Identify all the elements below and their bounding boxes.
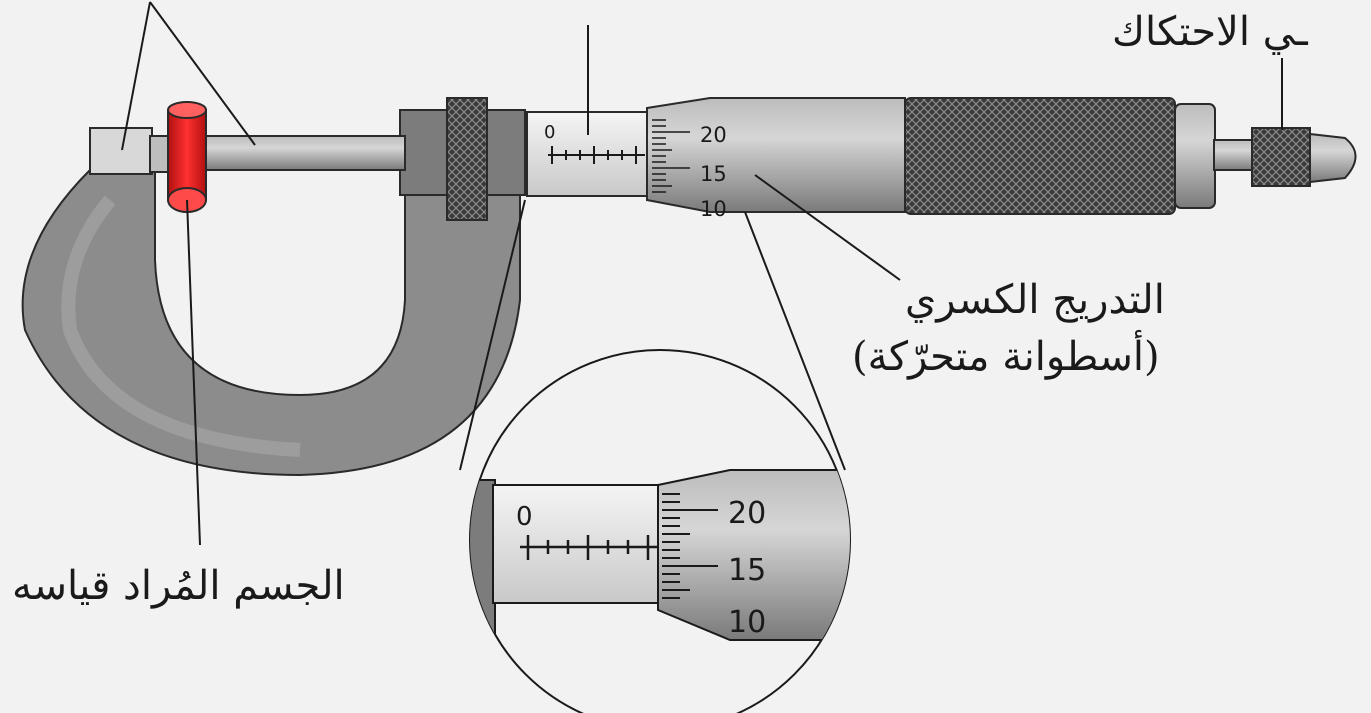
end-cap [1174,103,1216,209]
thimble: 20 15 10 [646,97,906,221]
thimble-label-10: 10 [700,197,727,221]
thimble-label-15: 15 [700,162,727,186]
thimble-grip [904,97,1176,215]
lock-nut [446,97,488,221]
ratchet-shaft [1213,139,1255,171]
thimble-label-20: 20 [700,123,727,147]
leader-lines [121,1,1283,546]
frame [21,109,526,477]
zoom-thimble-label-10: 10 [728,605,766,640]
ratchet-label: ـي الاحتكاك [1112,9,1308,55]
spindle [194,135,406,171]
measured-object [167,101,207,213]
ratchet-tip [1309,132,1357,184]
ratchet-knob [1251,127,1311,187]
sleeve-zero-label: 0 [544,122,555,143]
object-measured-label: الجسم المُراد قياسه [12,563,345,609]
zoom-thimble-label-20: 20 [728,496,766,531]
zoom-thimble-label-15: 15 [728,553,766,588]
zoom-view: 0 20 15 10 [469,349,851,713]
zoom-sleeve-zero-label: 0 [516,502,533,532]
moving-cylinder-label: (أسطوانة متحرّكة) [852,334,1160,380]
fractional-scale-label: التدريج الكسري [905,277,1165,323]
